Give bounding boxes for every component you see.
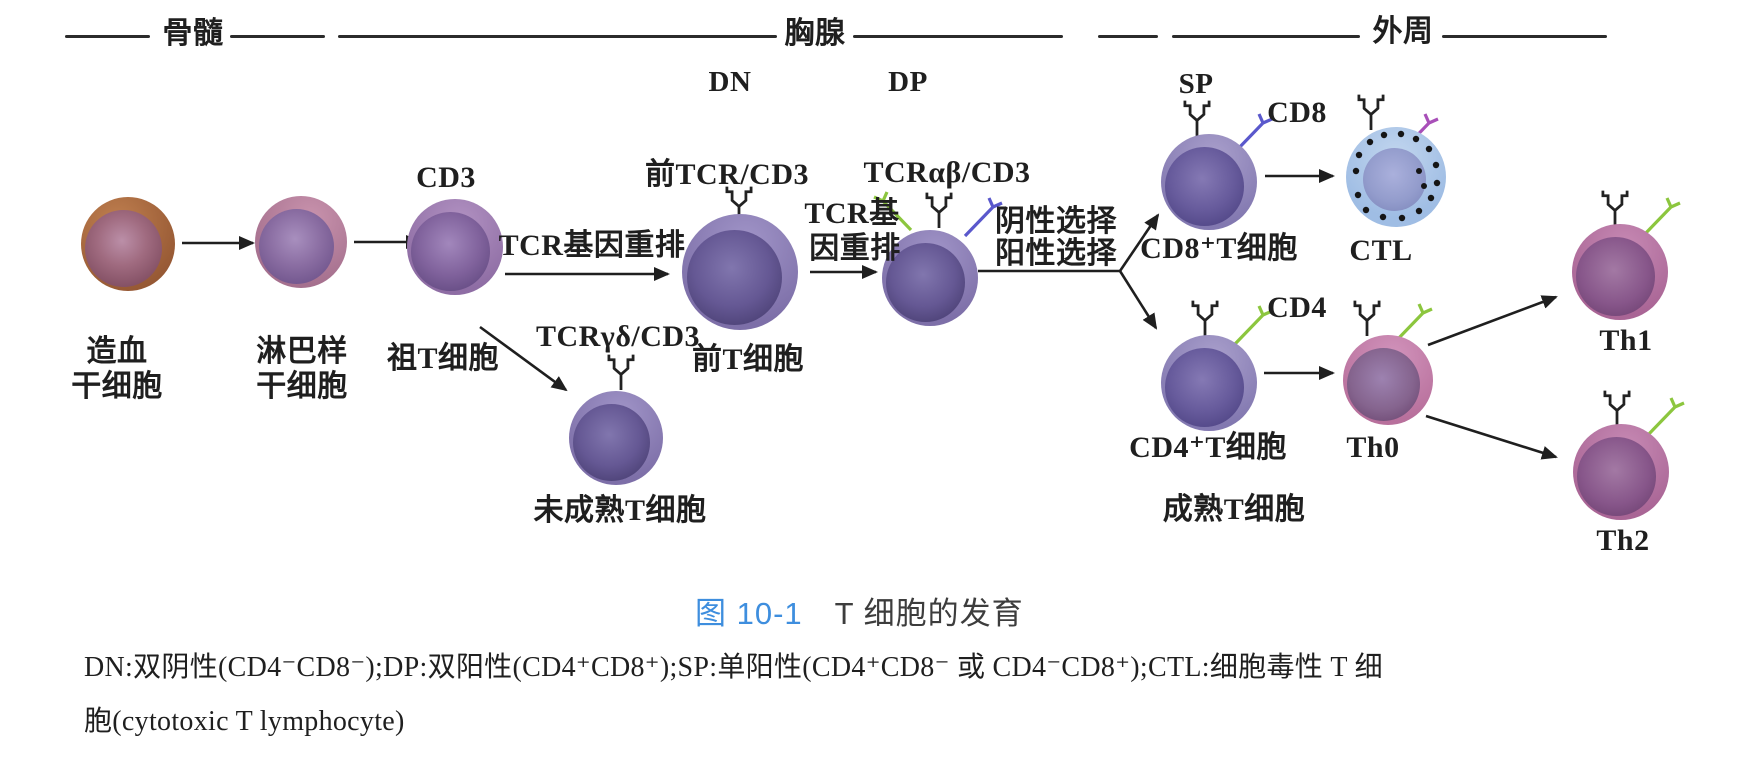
tcr-ab-cd3-label: TCRαβ/CD3 xyxy=(863,156,1031,189)
divider-line xyxy=(1442,35,1607,38)
immature-t-cell xyxy=(569,391,663,485)
tcr-gd-cd3-label: TCRγδ/CD3 xyxy=(535,320,701,353)
th1-label: Th1 xyxy=(1599,324,1653,357)
th1-nucleus xyxy=(1575,237,1655,317)
lymphoid-label: 淋巴样 干细胞 xyxy=(256,335,348,403)
region-thymus: 胸腺 xyxy=(784,17,846,50)
dp-nucleus xyxy=(885,243,965,323)
tcr-rearrangement-line1: TCR基 xyxy=(804,197,900,230)
tcr-icon-cd8-t xyxy=(1183,99,1211,136)
pro-t-cell xyxy=(407,199,503,295)
region-periphery: 外周 xyxy=(1372,15,1434,48)
th2-cell xyxy=(1573,424,1669,520)
divider-line xyxy=(853,35,1063,38)
tcr-icon-th2 xyxy=(1603,389,1631,426)
immature-t-nucleus xyxy=(572,404,650,482)
hsc-cell xyxy=(81,197,175,291)
pre-t-label: 前T细胞 xyxy=(691,343,805,376)
cd8-t-cell xyxy=(1161,134,1257,230)
dp-cell xyxy=(882,230,978,326)
arrow-th0-to-th1 xyxy=(1427,295,1558,347)
cd8-t-label: CD8⁺T细胞 xyxy=(1140,232,1298,265)
cd3-label: CD3 xyxy=(416,161,476,194)
arrow-th0-to-th2 xyxy=(1425,414,1558,460)
ctl-label: CTL xyxy=(1349,234,1413,267)
footnote-line2: 胞(cytotoxic T lymphocyte) xyxy=(84,706,405,737)
divider-line xyxy=(1172,35,1360,38)
cd8-t-nucleus xyxy=(1164,147,1244,227)
th0-cell xyxy=(1343,335,1433,425)
figure-title: T 细胞的发育 xyxy=(834,596,1024,631)
lymphoid-nucleus xyxy=(258,208,335,285)
cd4-t-cell xyxy=(1161,335,1257,431)
arrow-dp-to-cd8-t xyxy=(1118,213,1160,272)
cd4-receptor-icon-th2 xyxy=(1645,396,1686,438)
granule-dots xyxy=(1352,130,1441,222)
cd4-receptor-icon-th1 xyxy=(1641,196,1682,238)
cd4-t-nucleus xyxy=(1164,348,1244,428)
pre-t-cell xyxy=(682,214,798,330)
cd8-label: CD8 xyxy=(1267,96,1327,129)
figure-number: 图 10-1 xyxy=(695,596,803,631)
th2-label: Th2 xyxy=(1596,524,1650,557)
positive-selection-label: 阳性选择 xyxy=(995,237,1117,270)
figure-caption: 图 10-1 T 细胞的发育 xyxy=(695,588,1024,633)
tcr-icon-immature-t xyxy=(607,353,635,390)
footnote-line1: DN:双阴性(CD4⁻CD8⁻);DP:双阳性(CD4⁺CD8⁺);SP:单阳性… xyxy=(84,652,1383,683)
stage-dn: DN xyxy=(708,66,752,98)
th2-nucleus xyxy=(1576,437,1656,517)
ctl-nucleus xyxy=(1363,148,1426,211)
th0-label: Th0 xyxy=(1346,431,1400,464)
arrow-dp-to-cd4-t xyxy=(1118,270,1158,330)
divider-line xyxy=(1098,35,1158,38)
pro-t-nucleus xyxy=(410,212,490,292)
cd4-t-label: CD4⁺T细胞 xyxy=(1129,431,1287,464)
region-bone-marrow: 骨髓 xyxy=(162,17,224,50)
pre-t-nucleus xyxy=(686,230,782,326)
lymphoid-stem-cell xyxy=(255,196,347,288)
immature-t-label: 未成熟T细胞 xyxy=(533,494,707,527)
tcr-icon-ctl xyxy=(1357,93,1385,130)
tcr-icon-th1 xyxy=(1601,189,1629,226)
tcr-icon-cd4-t xyxy=(1191,299,1219,336)
th1-cell xyxy=(1572,224,1668,320)
mature-t-label: 成熟T细胞 xyxy=(1162,493,1306,526)
divider-line xyxy=(230,35,325,38)
th0-nucleus xyxy=(1346,347,1421,422)
divider-line xyxy=(338,35,777,38)
cd4-label: CD4 xyxy=(1267,291,1327,324)
hsc-label: 造血 干细胞 xyxy=(71,335,163,403)
tcr-rearrangement-line2: 因重排 xyxy=(809,232,901,265)
tcr-icon-th0 xyxy=(1353,299,1381,336)
stage-sp: SP xyxy=(1178,68,1214,100)
arrow-pro-t-to-immature-t xyxy=(479,325,568,392)
divider-line xyxy=(65,35,150,38)
hsc-nucleus xyxy=(84,210,162,288)
pro-t-label: 祖T细胞 xyxy=(386,342,500,375)
pre-tcr-cd3-label: 前TCR/CD3 xyxy=(644,158,810,191)
negative-selection-label: 阴性选择 xyxy=(995,205,1117,238)
stage-dp: DP xyxy=(888,66,928,98)
ctl-cell xyxy=(1346,127,1446,227)
tcr-rearrangement-label: TCR基因重排 xyxy=(498,229,686,262)
tcr-icon-dp xyxy=(925,191,953,228)
